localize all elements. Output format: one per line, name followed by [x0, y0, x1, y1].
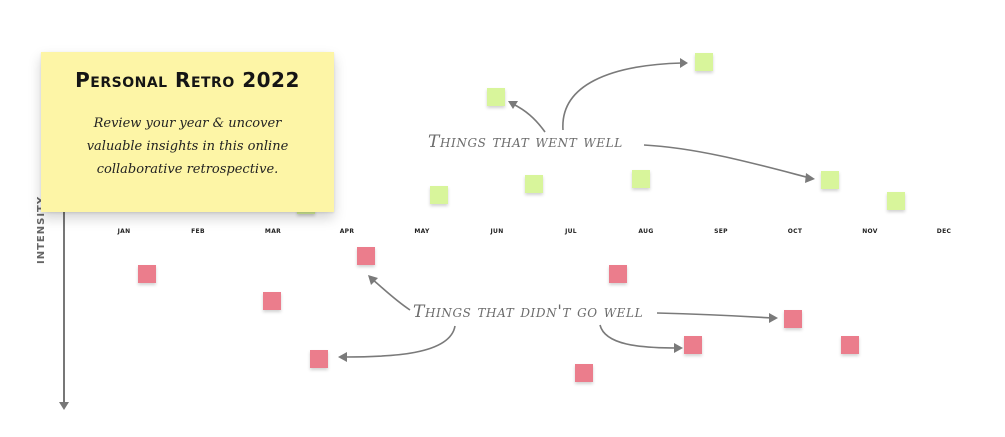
y-axis-label: INTENSITY	[36, 195, 47, 264]
arrowhead-not-well-to-aug	[674, 343, 683, 353]
month-label-jan: JAN	[117, 228, 131, 235]
positive-sticky-note[interactable]	[695, 53, 713, 71]
month-label-jul: JUL	[565, 228, 577, 235]
arrowhead-not-well-to-oct	[769, 313, 778, 323]
negative-sticky-note[interactable]	[684, 336, 702, 354]
arrowhead-not-well-to-may	[338, 352, 347, 362]
arrowhead-went-well-to-sep	[680, 58, 688, 68]
board-description: Review your year & uncover valuable insi…	[86, 116, 289, 177]
month-label-dec: DEC	[936, 228, 952, 235]
negative-sticky-note[interactable]	[357, 247, 375, 265]
month-label-aug: AUG	[638, 228, 654, 235]
positive-sticky-note[interactable]	[487, 88, 505, 106]
positive-sticky-note[interactable]	[887, 192, 905, 210]
arrowhead-went-well-to-jun	[508, 101, 518, 109]
month-label-may: MAY	[414, 228, 430, 235]
arrowhead-went-well-to-oct	[805, 173, 815, 183]
month-label-sep: SEP	[714, 228, 728, 235]
y-axis-line	[63, 212, 65, 404]
negative-sticky-note[interactable]	[138, 265, 156, 283]
positive-sticky-note[interactable]	[632, 170, 650, 188]
arrow-not-well-to-oct	[656, 312, 773, 319]
went-well-label: Things that went well	[428, 132, 623, 152]
month-label-apr: APR	[339, 228, 355, 235]
arrow-went-well-to-sep	[562, 62, 683, 131]
arrow-not-well-to-may	[343, 325, 456, 358]
arrowhead-not-well-to-apr	[368, 275, 378, 285]
arrow-not-well-to-aug	[599, 324, 678, 349]
month-label-feb: FEB	[191, 228, 205, 235]
month-label-oct: OCT	[787, 228, 803, 235]
positive-sticky-note[interactable]	[430, 186, 448, 204]
didnt-go-well-label: Things that didn't go well	[413, 302, 644, 322]
title-sticky-note[interactable]: Personal Retro 2022 Review your year & u…	[41, 52, 334, 212]
negative-sticky-note[interactable]	[263, 292, 281, 310]
month-label-nov: NOV	[862, 228, 878, 235]
board-title: Personal Retro 2022	[75, 68, 300, 92]
negative-sticky-note[interactable]	[841, 336, 859, 354]
y-axis-arrowhead	[59, 402, 69, 410]
arrow-went-well-to-jun	[512, 103, 546, 133]
negative-sticky-note[interactable]	[609, 265, 627, 283]
arrow-not-well-to-apr	[371, 278, 411, 311]
negative-sticky-note[interactable]	[784, 310, 802, 328]
arrow-went-well-to-oct	[643, 144, 811, 179]
month-label-mar: MAR	[264, 228, 282, 235]
negative-sticky-note[interactable]	[310, 350, 328, 368]
month-label-jun: JUN	[490, 228, 504, 235]
negative-sticky-note[interactable]	[575, 364, 593, 382]
positive-sticky-note[interactable]	[525, 175, 543, 193]
positive-sticky-note[interactable]	[821, 171, 839, 189]
